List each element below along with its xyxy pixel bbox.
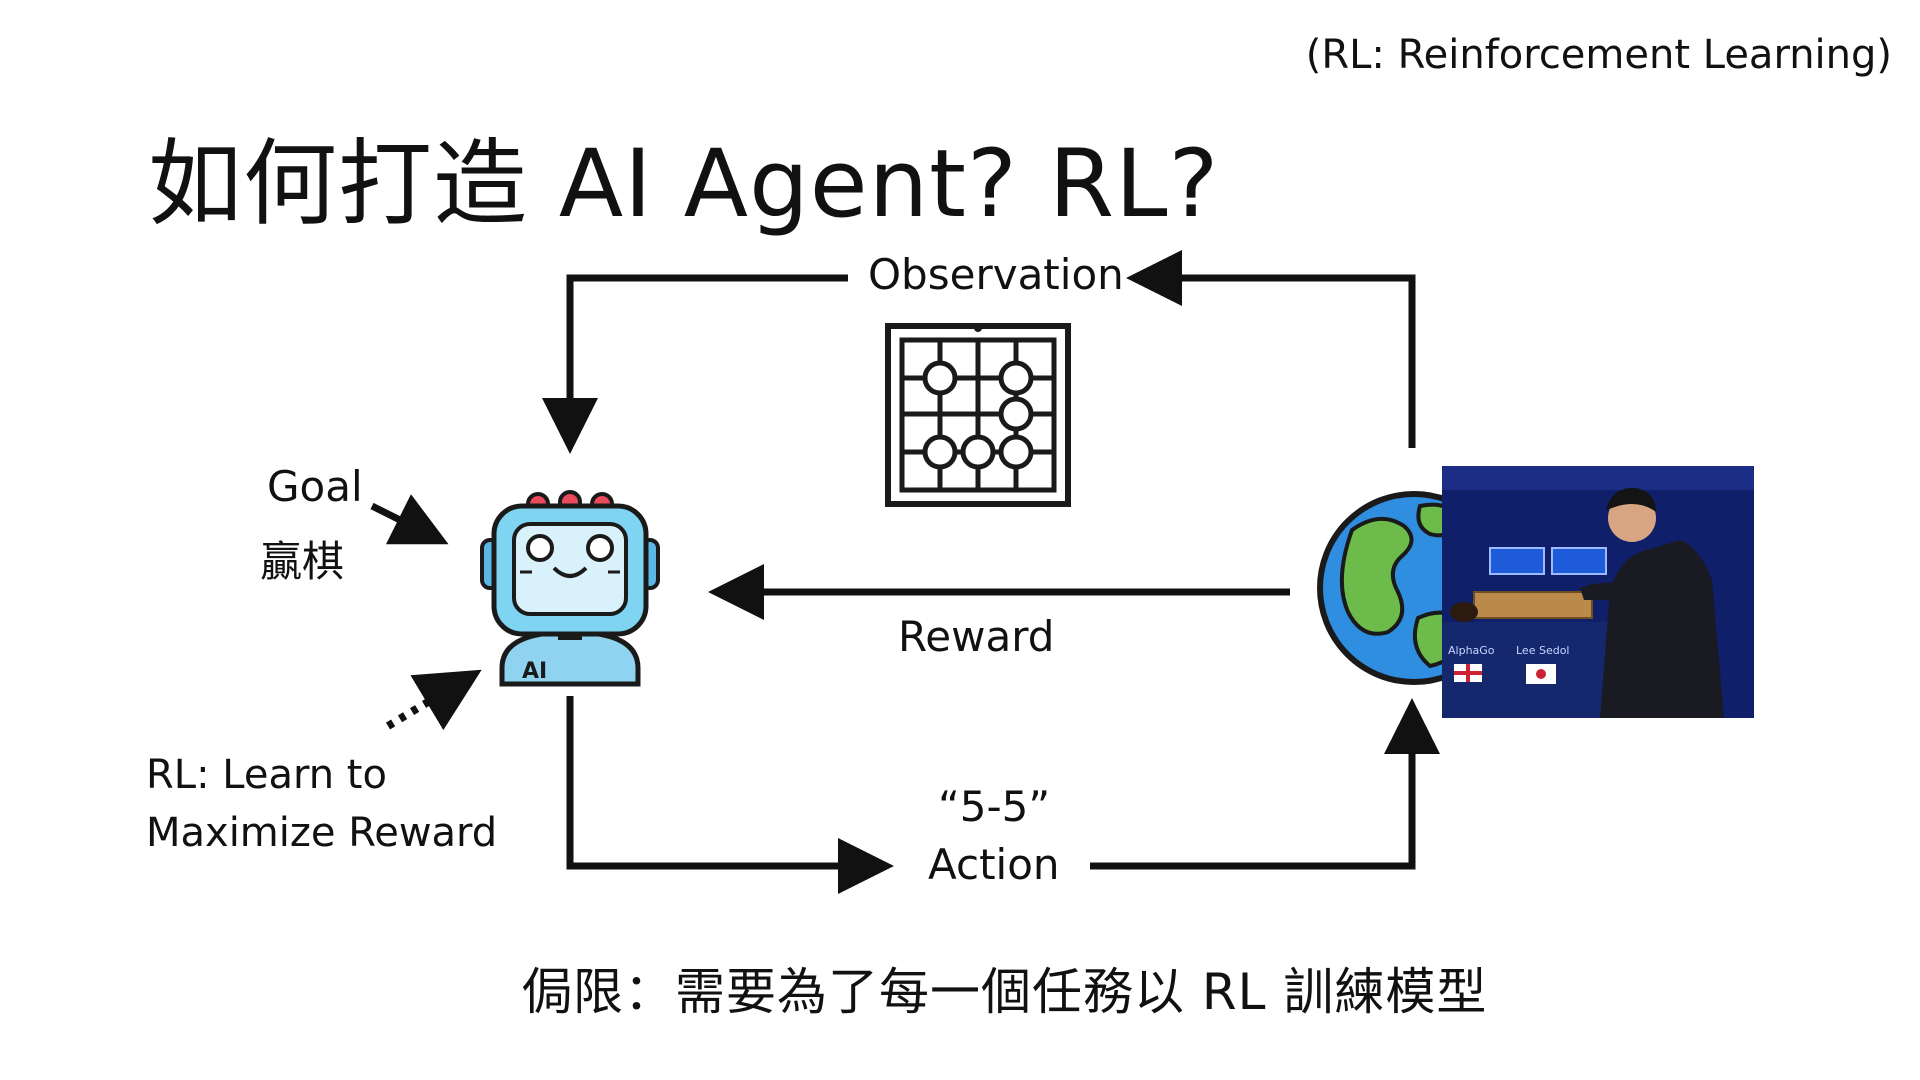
rl-caption-line1: RL: Learn to (146, 752, 387, 798)
robot-badge-label: AI (522, 659, 547, 684)
go-board-icon (885, 323, 1071, 507)
rl-dotted-arrow (385, 669, 482, 731)
observation-label: Observation (868, 250, 1124, 299)
rl-definition-note: (RL: Reinforcement Learning) (1305, 32, 1892, 78)
page-title: 如何打造 AI Agent? RL? (148, 130, 1220, 239)
alphago-match-photo (1442, 466, 1754, 718)
action-arrow (566, 696, 1440, 894)
goal-label: Goal (267, 462, 363, 511)
photo-player-alphago: AlphaGo (1448, 644, 1495, 657)
observation-arrow (542, 250, 1416, 454)
rl-caption-line2: Maximize Reward (146, 810, 498, 856)
goal-text: 贏棋 (260, 537, 345, 586)
robot-icon (480, 490, 660, 687)
action-value-label: “5-5” (938, 782, 1051, 831)
action-label: Action (928, 840, 1060, 889)
photo-player-leesedol: Lee Sedol (1516, 644, 1570, 657)
goal-arrow (370, 494, 449, 545)
limitation-caption: 侷限：需要為了每一個任務以 RL 訓練模型 (522, 963, 1488, 1021)
reward-label: Reward (898, 612, 1055, 661)
